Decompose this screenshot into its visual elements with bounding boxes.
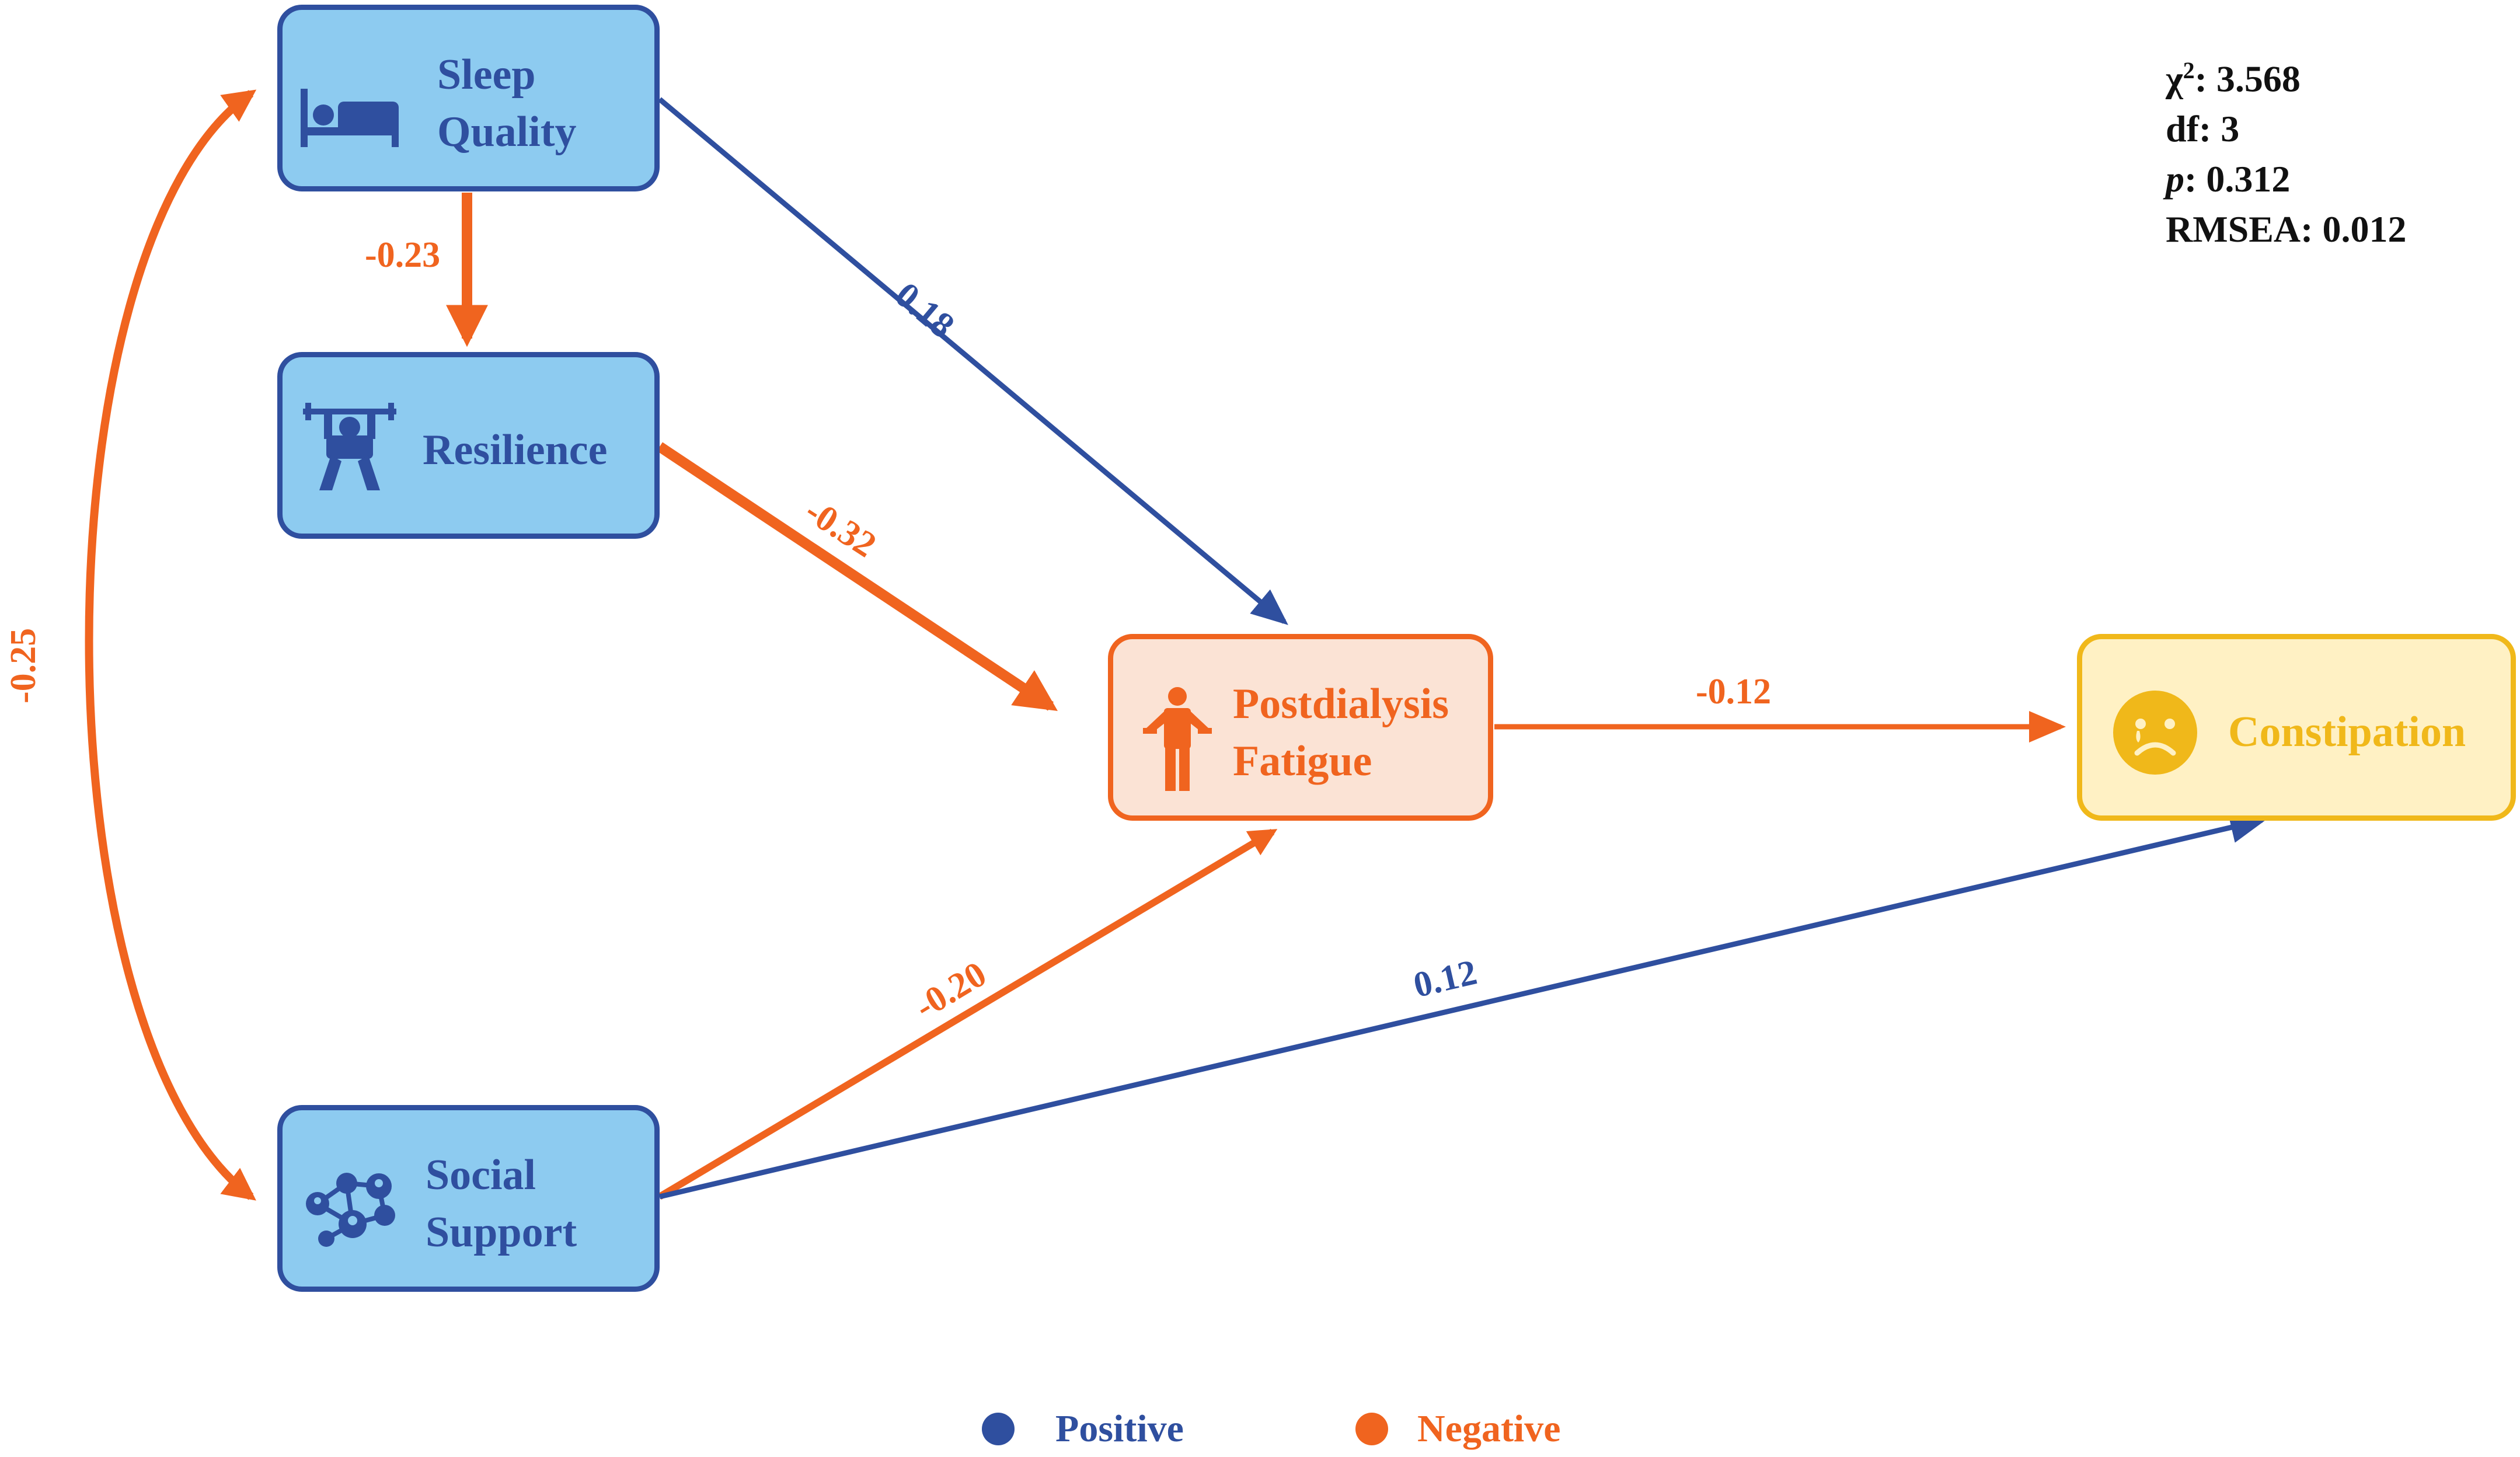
fit-p-symbol: p [2166, 158, 2184, 200]
fit-chi-square: χ2: 3.568 [2166, 46, 2406, 104]
network-people-icon [306, 1173, 395, 1247]
fit-p: p: 0.312 [2166, 154, 2406, 204]
node-constipation: Constipation [2077, 634, 2516, 821]
weightlifter-icon [303, 403, 396, 490]
node-social-support-line1: Social [426, 1151, 536, 1199]
arrow-sleep-to-fatigue [658, 97, 1288, 625]
legend-negative-label: Negative [1417, 1407, 1561, 1450]
coef-sleep-to-resilience: -0.23 [365, 235, 441, 275]
arrow-resilience-to-fatigue [657, 442, 1058, 711]
bed-icon [301, 89, 399, 147]
node-resilience-label: Resilience [423, 426, 608, 474]
arrow-social-to-constipation [658, 812, 2267, 1200]
fit-chi-superscript: 2 [2183, 57, 2195, 83]
person-shrug-icon [1143, 687, 1212, 791]
coef-sleep-social-covariance: -0.25 [4, 628, 43, 703]
node-sleep-quality: Sleep Quality [277, 5, 660, 191]
legend-positive-label: Positive [1055, 1407, 1184, 1450]
fit-df: df: 3 [2166, 108, 2240, 150]
node-social-support: Social Support [277, 1105, 660, 1292]
node-postdialysis-fatigue-line2: Fatigue [1233, 737, 1372, 785]
node-sleep-quality-line1: Sleep [437, 51, 536, 99]
node-resilience: Resilience [277, 352, 660, 539]
fit-rmsea: RMSEA: 0.012 [2166, 208, 2407, 250]
legend-negative: Negative [1355, 1407, 1561, 1451]
legend-negative-dot [1355, 1413, 1388, 1445]
fit-indices: χ2: 3.568 df: 3 p: 0.312 RMSEA: 0.012 [2166, 46, 2406, 255]
node-sleep-quality-line2: Quality [437, 108, 577, 156]
fit-p-value: : 0.312 [2184, 158, 2291, 200]
fit-chi-value: : 3.568 [2194, 58, 2301, 100]
node-postdialysis-fatigue: Postdialysis Fatigue [1108, 634, 1493, 821]
coef-fatigue-to-constipation: -0.12 [1696, 672, 1772, 712]
legend-positive-dot [982, 1413, 1015, 1445]
arrow-social-to-fatigue [657, 828, 1278, 1200]
node-postdialysis-fatigue-line1: Postdialysis [1233, 680, 1449, 728]
sad-face-icon [2113, 691, 2197, 775]
node-constipation-label: Constipation [2228, 708, 2466, 756]
fit-chi-symbol: χ [2166, 58, 2183, 100]
legend-positive: Positive [982, 1407, 1184, 1451]
node-social-support-line2: Support [426, 1208, 577, 1256]
covariance-sleep-social [85, 89, 257, 1201]
